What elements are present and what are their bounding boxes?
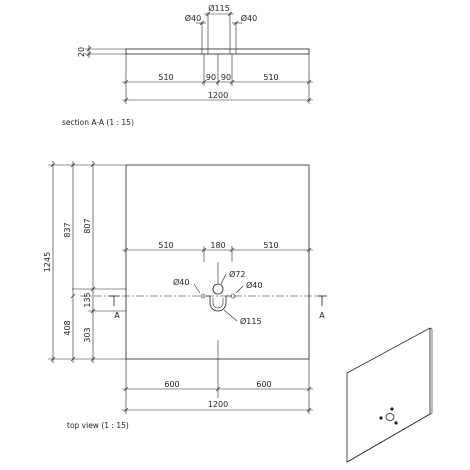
drain-dia115-outline — [206, 295, 230, 312]
section-dim-510-right: 510 — [263, 73, 278, 82]
section-dim-90-right: 90 — [221, 73, 231, 82]
drain-dia40-left-circle — [200, 293, 206, 299]
drain-dia72-circle — [212, 283, 224, 295]
v-dim-807-tick-mid — [90, 286, 96, 292]
section-thickness-label: 20 — [77, 47, 86, 57]
perspective-panel-face — [346, 327, 431, 463]
perspective-bottom-edge — [348, 412, 433, 462]
section-dia40-left-label: Ø40 — [185, 13, 201, 23]
top-dim-837: 837 — [63, 222, 72, 237]
section-marker-left-label: A — [114, 311, 120, 320]
low-chain-tick-left — [123, 386, 129, 392]
perspective-edge-corner — [429, 327, 433, 330]
section-dim-90-left: 90 — [206, 73, 216, 82]
dia72-leader — [220, 273, 227, 285]
section-dia115-label: Ø115 — [208, 3, 230, 13]
top-dia40-left-label: Ø40 — [173, 277, 189, 287]
top-chain-tick-510 — [201, 247, 207, 253]
v-dim-408-tick-bottom — [70, 356, 76, 362]
perspective-drain-hole-top — [390, 407, 394, 411]
top-dim-180: 180 — [210, 241, 225, 250]
low-total-tick-left — [123, 407, 129, 413]
section-view: Ø115 Ø40 Ø40 20 510 90 90 510 — [62, 3, 313, 127]
v-dim-837-tick-mid — [70, 293, 76, 299]
v-dim-1245-tick-top — [50, 162, 56, 168]
dia115-leader — [223, 309, 238, 322]
sec-total-tick-left — [123, 97, 129, 103]
top-dim-303: 303 — [83, 327, 92, 342]
top-dim-510-right: 510 — [263, 241, 278, 250]
drain-inner-outline — [212, 298, 224, 309]
v-dim-807-tick-top — [90, 162, 96, 168]
sec-chain-tick-510 — [201, 79, 207, 85]
sec-chain-tick-690 — [229, 79, 235, 85]
top-dim-510-left: 510 — [158, 241, 173, 250]
dia40-right-leader — [235, 285, 244, 294]
section-caption: section A-A (1 : 15) — [62, 118, 134, 127]
top-view-caption: top view (1 : 15) — [67, 421, 129, 430]
dia40-right-tick — [233, 20, 239, 26]
low-total-tick-right — [306, 407, 312, 413]
low-chain-tick-right — [306, 386, 312, 392]
section-dia40-right-label: Ø40 — [241, 13, 257, 23]
top-dim-1245: 1245 — [43, 252, 52, 272]
top-chain-tick-1200 — [306, 247, 312, 253]
top-dim-135: 135 — [83, 292, 92, 307]
drain-detail — [200, 283, 236, 312]
top-chain-tick-0 — [123, 247, 129, 253]
perspective-view — [346, 327, 433, 463]
sec-chain-tick-600 — [215, 79, 221, 85]
top-view: 510 180 510 Ø72 Ø40 Ø40 Ø115 A A — [43, 161, 327, 430]
section-dim-510-left: 510 — [158, 73, 173, 82]
top-dim-807: 807 — [83, 218, 92, 233]
tray-outline — [125, 164, 310, 360]
top-dim-600-left: 600 — [164, 380, 179, 389]
perspective-drain-hole-right — [394, 421, 398, 425]
v-dim-1245-tick-bottom — [50, 356, 56, 362]
low-chain-tick-mid — [215, 386, 221, 392]
top-dia115-label: Ø115 — [240, 316, 262, 326]
dia115-tick-left — [205, 11, 211, 17]
v-dim-303-tick-bottom — [90, 356, 96, 362]
top-dim-1200: 1200 — [208, 400, 228, 409]
top-dim-600-right: 600 — [256, 380, 271, 389]
perspective-drain-hole-left — [379, 416, 383, 420]
dia40-left-tick — [199, 20, 205, 26]
sec-total-tick-right — [306, 97, 312, 103]
thickness-tick-bottom — [86, 51, 92, 57]
perspective-edge-top — [346, 371, 350, 374]
top-chain-tick-690 — [229, 247, 235, 253]
thickness-tick-top — [86, 46, 92, 52]
top-dia40-right-label: Ø40 — [246, 280, 262, 290]
v-dim-837-tick-top — [70, 162, 76, 168]
dia40-left-leader — [193, 283, 201, 294]
sec-chain-tick-1200 — [306, 79, 312, 85]
top-dim-408: 408 — [63, 320, 72, 335]
dia115-tick-right — [227, 11, 233, 17]
section-marker-right-label: A — [319, 311, 325, 320]
section-plate-outline — [125, 48, 310, 55]
sec-chain-tick-0 — [123, 79, 129, 85]
section-dim-total: 1200 — [208, 91, 228, 100]
top-dia72-label: Ø72 — [229, 269, 245, 279]
perspective-drain-main — [385, 413, 395, 421]
